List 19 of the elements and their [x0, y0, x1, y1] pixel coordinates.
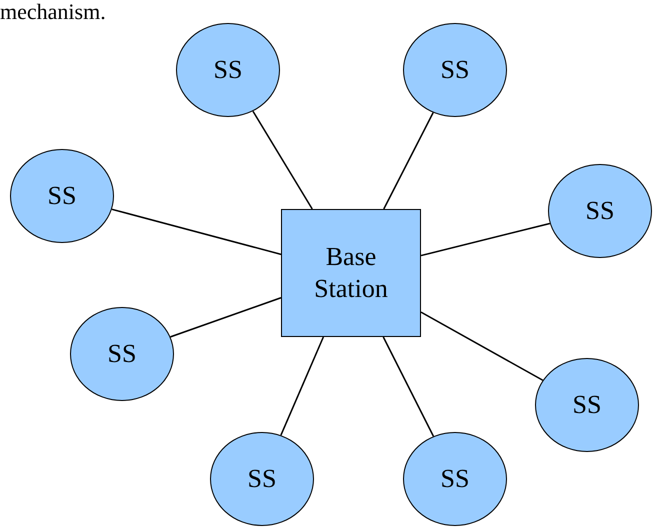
connector-line: [382, 336, 434, 437]
connector-line: [280, 336, 324, 436]
node-label: SS: [108, 338, 136, 370]
node-label: SS: [586, 194, 614, 227]
node-label: Base Station: [313, 240, 389, 305]
connector-line: [383, 112, 434, 210]
connector-line: [420, 312, 544, 381]
node-label: SS: [572, 388, 602, 421]
node-label: SS: [214, 54, 242, 86]
node-label: SS: [48, 180, 76, 212]
connector-line: [420, 222, 550, 256]
connector-line: [252, 110, 313, 210]
node-label: SS: [440, 462, 470, 495]
node-label: SS: [440, 54, 470, 86]
base-station-box: [281, 209, 421, 337]
connector-line: [112, 208, 282, 256]
text-fragment: mechanism.: [0, 1, 106, 23]
connector-line: [170, 297, 282, 338]
node-label: SS: [248, 462, 276, 495]
